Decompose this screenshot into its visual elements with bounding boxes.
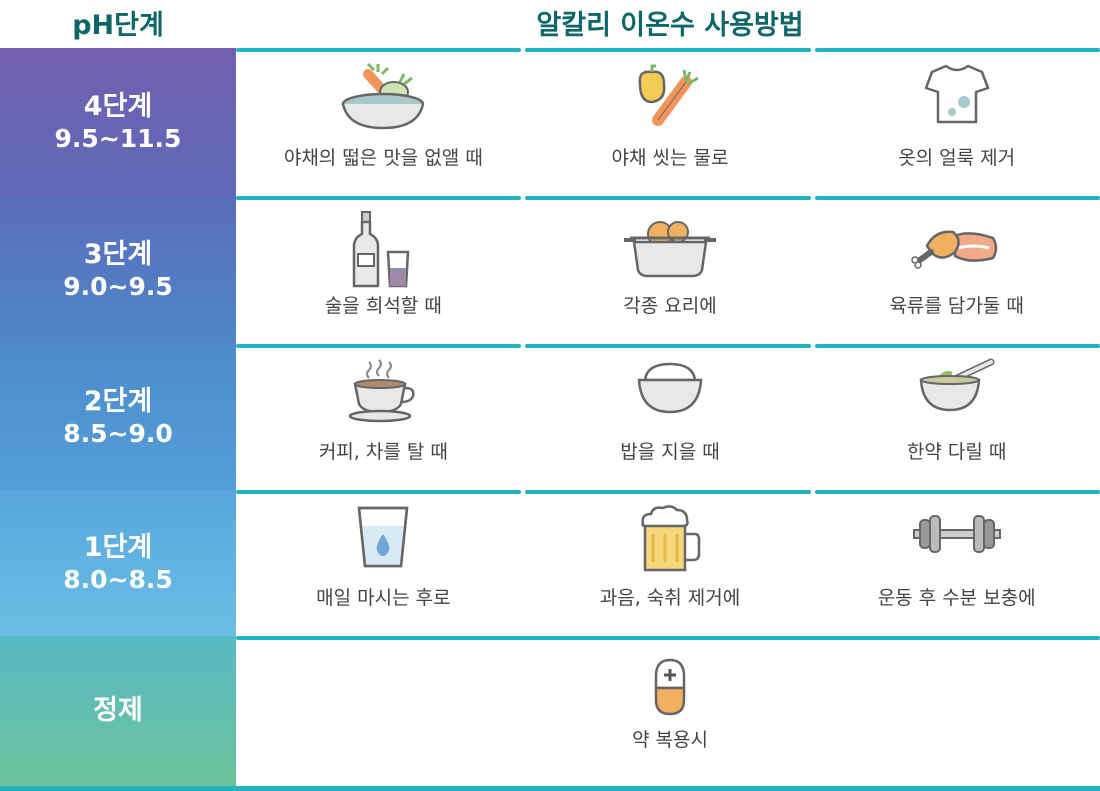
- level-range: 8.0~8.5: [63, 565, 173, 594]
- usage-text: 야채 씻는 물로: [611, 147, 729, 169]
- stained-shirt-icon: [924, 64, 989, 124]
- usage-item: 약 복용시: [240, 636, 1100, 786]
- usage-text: 야채의 떫은 맛을 없앨 때: [283, 147, 483, 169]
- level-range: 9.5~11.5: [54, 124, 182, 153]
- dumbbell-icon: [912, 515, 1001, 553]
- usage-text: 운동 후 수분 보충에: [877, 587, 1036, 609]
- mortar-herbs-icon: [919, 358, 995, 412]
- table-row: 3단계 9.0~9.5 술을 희석할 때: [0, 196, 1100, 344]
- cooking-pot-icon: [624, 221, 716, 278]
- table-row: 4단계 9.5~11.5 야채의 떫은 맛을 없앨 때: [0, 48, 1100, 196]
- table-header: pH단계 알칼리 이온수 사용방법: [0, 0, 1100, 48]
- level-label: 1단계 8.0~8.5: [0, 490, 236, 636]
- usage-item: 각종 요리에: [527, 196, 814, 344]
- table-row: 1단계 8.0~8.5 매일 마시는 후로 과: [0, 490, 1100, 636]
- table-row: 정제 약 복용시: [0, 636, 1100, 786]
- usage-text: 한약 다릴 때: [906, 441, 1007, 463]
- level-label: 2단계 8.5~9.0: [0, 344, 236, 490]
- usage-text: 육류를 담가둘 때: [889, 295, 1024, 317]
- level-label: 4단계 9.5~11.5: [0, 48, 236, 196]
- usage-item: 밥을 지을 때: [527, 344, 814, 490]
- usage-item: 야채의 떫은 맛을 없앨 때: [240, 48, 527, 196]
- water-glass-icon: [357, 506, 409, 568]
- level-name: 정제: [93, 695, 143, 726]
- level-range: 9.0~9.5: [63, 272, 173, 301]
- level-name: 3단계: [83, 239, 153, 270]
- usage-item: 과음, 숙취 제거에: [527, 490, 814, 636]
- level-label: 정제: [0, 636, 236, 786]
- ph-level-heading: pH단계: [72, 9, 164, 41]
- level-name: 4단계: [83, 91, 153, 122]
- vegetable-bowl-icon: [342, 62, 425, 130]
- table-row: 2단계 8.5~9.0 커피, 차를 탈 때 밥을 지을 때: [0, 344, 1100, 490]
- vegetables-icon: [638, 64, 699, 126]
- meat-icon: [910, 230, 997, 269]
- rice-bowl-icon: [637, 362, 703, 414]
- usage-item: 술을 희석할 때: [240, 196, 527, 344]
- usage-text: 옷의 얼룩 제거: [898, 147, 1016, 169]
- usage-item: 육류를 담가둘 때: [813, 196, 1100, 344]
- usage-item: 매일 마시는 후로: [240, 490, 527, 636]
- usage-text: 밥을 지을 때: [620, 441, 720, 463]
- beer-mug-icon: [641, 505, 701, 572]
- level-name: 1단계: [83, 532, 153, 563]
- usage-item: 한약 다릴 때: [813, 344, 1100, 490]
- level-label: 3단계 9.0~9.5: [0, 196, 236, 344]
- pill-capsule-icon: [654, 658, 686, 716]
- usage-text: 각종 요리에: [623, 295, 717, 317]
- usage-item: 운동 후 수분 보충에: [813, 490, 1100, 636]
- usage-item: 옷의 얼룩 제거: [813, 48, 1100, 196]
- usage-text: 술을 희석할 때: [324, 295, 442, 317]
- usage-text: 커피, 차를 탈 때: [318, 441, 448, 463]
- usage-item: 야채 씻는 물로: [527, 48, 814, 196]
- level-range: 8.5~9.0: [63, 419, 173, 448]
- level-name: 2단계: [83, 386, 153, 417]
- usage-text: 매일 마시는 후로: [316, 587, 451, 609]
- usage-text: 약 복용시: [632, 729, 708, 751]
- liquor-bottle-glass-icon: [353, 211, 410, 288]
- usage-item: 커피, 차를 탈 때: [240, 344, 527, 490]
- coffee-cup-icon: [349, 359, 415, 423]
- usage-heading: 알칼리 이온수 사용방법: [536, 9, 804, 41]
- bottom-border: [0, 786, 1100, 791]
- usage-text: 과음, 숙취 제거에: [599, 587, 741, 609]
